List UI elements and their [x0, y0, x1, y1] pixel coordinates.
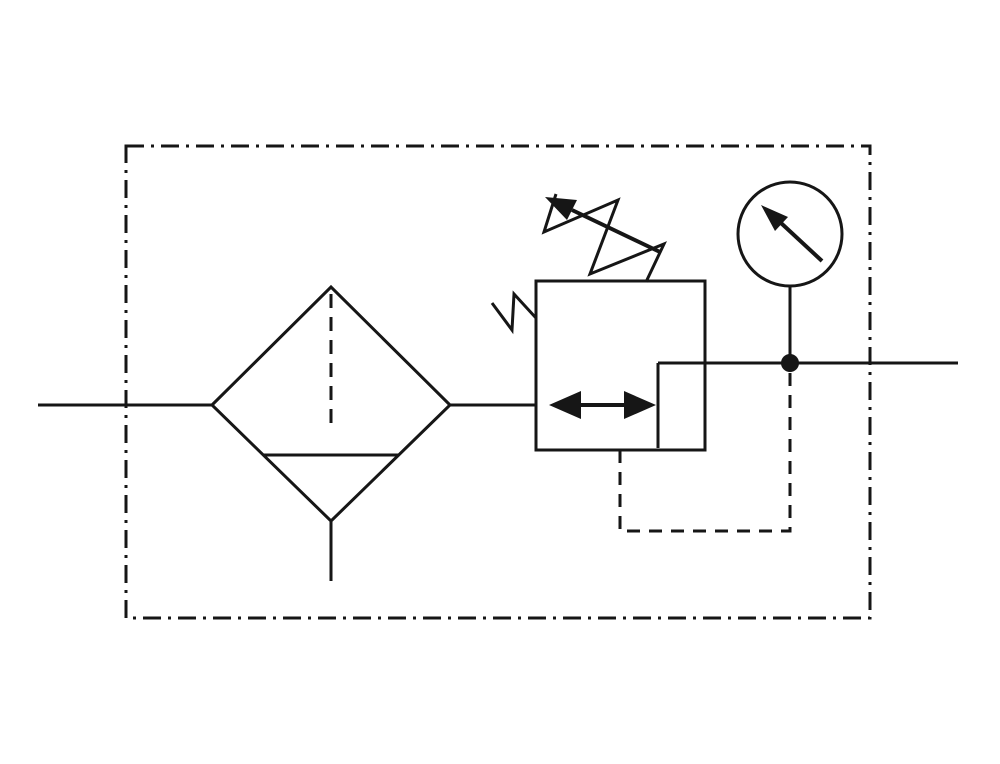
gauge-needle-arrowhead-icon — [761, 205, 788, 231]
gauge-needle-shaft — [779, 221, 824, 263]
spring-arrow-shaft — [571, 208, 661, 254]
assembly-enclosure — [124, 144, 872, 620]
junction-dot — [781, 354, 799, 372]
schematic-fills — [545, 197, 799, 419]
pressure-regulator — [534, 279, 707, 452]
relief-spring — [490, 290, 538, 335]
filter-water-separator — [209, 284, 453, 581]
spring-zigzag — [541, 193, 668, 283]
pressure-gauge — [736, 180, 844, 363]
schematic-lines — [38, 144, 958, 620]
spring-arrowhead-icon — [545, 197, 577, 220]
adjustment-spring — [541, 193, 668, 283]
pilot-line — [618, 372, 792, 533]
flow-arrowhead-left-icon — [549, 391, 581, 419]
regulator-body — [534, 279, 707, 452]
flow-arrowhead-right-icon — [624, 391, 656, 419]
